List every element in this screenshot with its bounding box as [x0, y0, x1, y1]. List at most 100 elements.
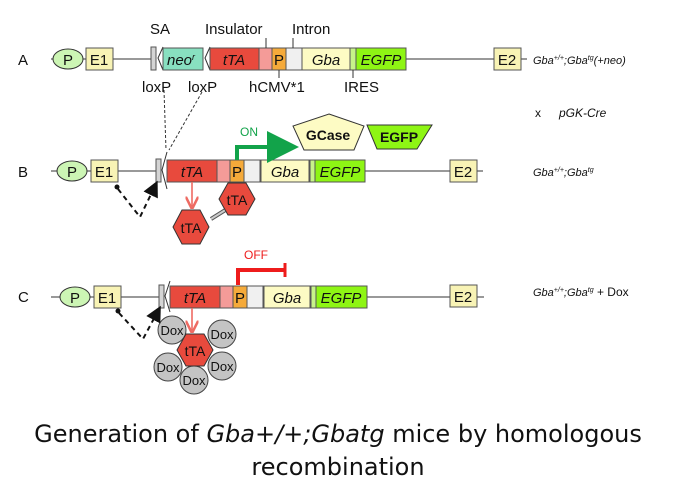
intron: [246, 285, 264, 309]
dox-label: Dox: [210, 327, 234, 342]
tta-protein-label: tTA: [185, 343, 206, 359]
tta-protein-dox-bound: [176, 333, 214, 367]
promoter-p: [52, 48, 84, 70]
egfp-label: EGFP: [361, 52, 402, 69]
genotype-c: Gba+/+;Gbatg + Dox: [533, 285, 629, 299]
gcase-product: [292, 113, 365, 151]
egfp-gene: [314, 159, 366, 183]
loxp-site: [161, 151, 168, 190]
dox-cluster: Dox Dox Dox Dox Dox tTA: [153, 315, 237, 395]
exon-2: [493, 47, 522, 71]
intron: [243, 159, 261, 183]
intron-annotation: Intron: [292, 21, 330, 38]
hcmv-annotation: hCMV*1: [249, 79, 305, 96]
promoter-label: P: [67, 164, 77, 181]
off-repression-bar: [236, 268, 284, 285]
exon-1: [93, 285, 122, 309]
dox-molecule: [157, 315, 187, 345]
promoter-label: P: [63, 52, 73, 69]
gcase-label: GCase: [306, 127, 351, 143]
dox-molecule: [207, 319, 237, 349]
sa-element: [150, 46, 157, 71]
neo-label: neor: [167, 52, 196, 69]
insulator-annotation: Insulator: [205, 21, 263, 38]
tta-protein-free: [172, 209, 210, 245]
recombination-start: [115, 308, 121, 314]
row-c: C P E1 tTA P Gba EGFP E2 OFF Dox Do: [18, 248, 629, 395]
insulator: [216, 159, 231, 183]
on-label: ON: [240, 125, 258, 139]
ires: [309, 159, 316, 183]
row-b: B P E1 tTA P Gba EGFP E2 ON GCase EGFP: [18, 113, 594, 245]
gba-gene: [263, 285, 311, 309]
egfp-product-label: EGFP: [380, 129, 418, 145]
sa-annotation: SA: [150, 21, 170, 38]
gba-label: Gba: [273, 290, 301, 307]
exon-1: [85, 47, 114, 71]
off-label: OFF: [244, 248, 268, 262]
recombination-start: [114, 184, 120, 190]
dox-label: Dox: [210, 359, 234, 374]
tta-label: tTA: [181, 164, 203, 181]
egfp-label: EGFP: [320, 164, 361, 181]
projection-line: [168, 91, 203, 151]
loxp-site: [164, 280, 171, 313]
gba-label: Gba: [271, 164, 299, 181]
caption-text-1: Generation of: [34, 420, 207, 448]
egfp-gene: [315, 285, 368, 309]
ires-annotation: IRES: [344, 79, 379, 96]
construct-diagram: A P E1 neor tTA P Gba EGFP E2 SA Insulat…: [18, 21, 629, 395]
intron: [285, 47, 303, 71]
loxp-site-2: [204, 46, 211, 71]
gba-label: Gba: [312, 52, 340, 69]
exon-2-label: E2: [454, 164, 472, 181]
dox-label: Dox: [160, 323, 184, 338]
tta-protein-label: tTA: [181, 220, 202, 236]
loxp-annotation-1: loxP: [142, 79, 171, 96]
recombination-arrow: [118, 305, 161, 341]
row-label-a: A: [18, 52, 28, 69]
caption-text-2: mice by homologous recombination: [251, 420, 642, 481]
promoter-p: [56, 160, 88, 182]
insulator: [219, 285, 234, 309]
tta-label: tTA: [184, 290, 206, 307]
tta-protein-bound-label: tTA: [227, 192, 248, 208]
ires: [349, 47, 357, 71]
cross-symbol: x: [535, 106, 541, 120]
caption-genotype: Gba+/+;Gbatg: [206, 420, 385, 448]
cross-label: pGK-Cre: [558, 106, 607, 120]
egfp-product: [366, 124, 433, 150]
loxp-annotation-2: loxP: [188, 79, 217, 96]
exon-2: [449, 159, 478, 183]
egfp-label: EGFP: [321, 290, 362, 307]
tta-label: tTA: [223, 52, 245, 69]
tta-protein-bound: [218, 182, 256, 216]
loxp-site-1: [157, 46, 164, 71]
loxp-remnant: [158, 284, 165, 309]
row-label-c: C: [18, 289, 29, 306]
recombination-arrow: [117, 180, 158, 219]
exon-1-label: E1: [95, 164, 113, 181]
row-label-b: B: [18, 164, 28, 181]
insulator: [258, 47, 273, 71]
row-a: A P E1 neor tTA P Gba EGFP E2 SA Insulat…: [18, 21, 626, 151]
exon-2-label: E2: [454, 289, 472, 306]
hcmv-p-label: P: [235, 290, 245, 307]
exon-2: [449, 284, 478, 308]
on-arrow: [235, 131, 299, 163]
exon-2-label: E2: [498, 52, 516, 69]
hcmv-p-label: P: [232, 164, 242, 181]
dox-molecule: [207, 351, 237, 381]
loxp-remnant: [155, 158, 162, 183]
exon-1-label: E1: [98, 290, 116, 307]
hcmv-p-label: P: [274, 52, 284, 69]
dox-label: Dox: [156, 360, 180, 375]
promoter-p: [59, 286, 91, 308]
dox-label: Dox: [182, 373, 206, 388]
dox-molecule: [153, 352, 183, 382]
exon-1-label: E1: [90, 52, 108, 69]
promoter-label: P: [70, 290, 80, 307]
egfp-gene: [355, 47, 407, 71]
projection-line: [163, 89, 167, 151]
ires: [310, 285, 317, 309]
